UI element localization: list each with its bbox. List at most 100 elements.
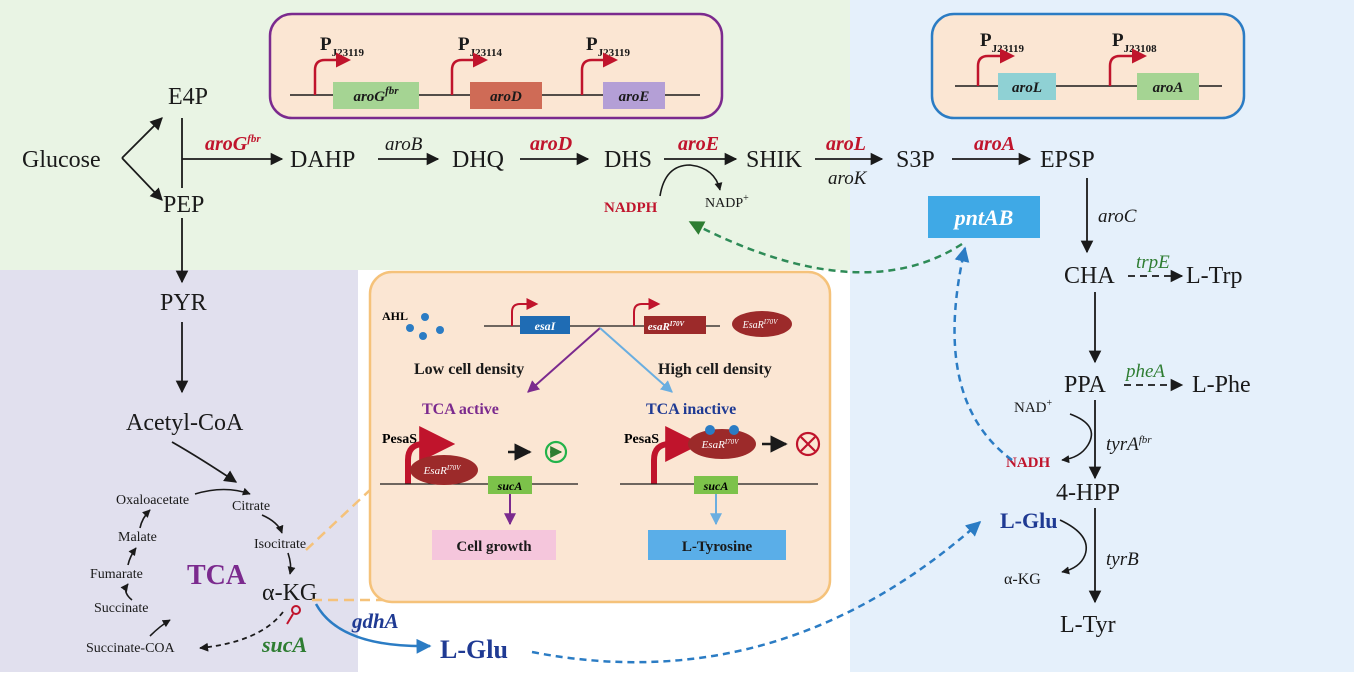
promoter-arrow [633, 298, 661, 326]
tca-citrate: Citrate [232, 499, 270, 514]
gene-arog: aroGfbr [205, 133, 261, 155]
ahl-molecule [421, 313, 429, 321]
tca-cycle: Oxaloacetate Citrate Isocitrate α-KG Suc… [86, 487, 317, 656]
tca-region [0, 270, 358, 672]
tca-akg: α-KG [262, 580, 317, 606]
node-nad: NAD+ [1014, 398, 1053, 416]
cofactor-arc-akg [1059, 519, 1087, 575]
arrow-pntab-nadph [688, 220, 963, 274]
promoter-1: PJ23119 [313, 34, 365, 95]
gene-label-arog: aroGfbr [353, 85, 399, 105]
gene-aroa: aroA [974, 133, 1015, 155]
esar-protein-label: EsaRI70V [742, 318, 778, 331]
gene-box-arod [470, 82, 542, 109]
tca-succinate-coa: Succinate-COA [86, 641, 176, 656]
node-ltrp: L-Trp [1186, 263, 1242, 289]
gene-aroe: aroE [678, 133, 719, 155]
node-cha: CHA [1064, 263, 1115, 289]
gene-trpe: trpE [1136, 252, 1170, 273]
tca-malate: Malate [118, 530, 157, 545]
arrow-low-density [527, 327, 601, 393]
node-lglu-bottom: L-Glu [440, 635, 508, 664]
arrow-glucose-e4p [121, 117, 163, 159]
arrow-nadh-pntab [953, 246, 1013, 462]
construct-1: PJ23119 aroGfbr PJ23114 aroD PJ23119 aro… [268, 12, 724, 120]
promoter-arrow [976, 48, 1015, 86]
promoter-3: PJ23119 [580, 34, 631, 95]
gene-label-esar: esaRI70V [648, 320, 686, 333]
promoter-arrow [450, 52, 488, 95]
tca-isocitrate: Isocitrate [254, 537, 306, 552]
tca-arrow [139, 509, 151, 529]
ahl-molecule [419, 332, 427, 340]
ahl-molecule [406, 324, 414, 332]
qs-ahl-label: AHL [382, 309, 408, 323]
promoter-5: PJ23108 [1108, 30, 1157, 86]
gene-box-suca-left [488, 476, 532, 494]
gene-box-arog [333, 82, 419, 109]
node-ltyr: L-Tyr [1060, 612, 1116, 638]
l-tyrosine-label: L-Tyrosine [682, 539, 753, 555]
qs-circuit-box: AHL esaI esaRI70V EsaRI70V Low cell dens… [368, 270, 832, 604]
node-dhq: DHQ [452, 147, 504, 173]
ahl-molecule [436, 326, 444, 334]
gene-gdha: gdhA [351, 609, 399, 633]
tca-arrow [120, 583, 133, 601]
gene-tyrb: tyrB [1106, 549, 1139, 570]
promoter-arrow [313, 52, 351, 95]
promoter-arrow [651, 426, 702, 484]
arrow-glucose-pep [121, 157, 163, 201]
node-s3p: S3P [896, 147, 935, 173]
promoter-arrow [405, 426, 456, 484]
node-pep: PEP [163, 192, 204, 218]
node-lglu-right: L-Glu [1000, 508, 1057, 533]
tca-oxaloacetate: Oxaloacetate [116, 493, 189, 508]
promoter-arrow [1108, 48, 1147, 86]
gene-box-esai [520, 316, 570, 334]
gene-label-aroa: aroA [1153, 80, 1184, 96]
node-nadph: NADPH [604, 200, 658, 216]
node-dahp: DAHP [290, 147, 355, 173]
node-lphe: L-Phe [1192, 372, 1251, 398]
promoter-2: PJ23114 [450, 34, 503, 95]
tca-fumarate: Fumarate [90, 567, 143, 582]
gene-arok: aroK [828, 168, 868, 189]
tca-succinate: Succinate [94, 601, 148, 616]
gene-label-aroe: aroE [619, 89, 650, 105]
esar-protein-label: EsaRI70V [423, 464, 462, 477]
construct-2: PJ23119 aroL PJ23108 aroA [930, 12, 1246, 120]
arrow-lglu-transfer [531, 521, 982, 664]
node-nadh: NADH [1006, 455, 1050, 471]
cofactor-arc-nadph [659, 164, 723, 197]
gene-label-arol: aroL [1012, 80, 1042, 96]
qs-pesas-left: PesaS [382, 432, 417, 447]
promoter-arrow [580, 52, 618, 95]
tca-arrow [194, 487, 251, 496]
gene-arob: aroB [385, 134, 423, 155]
node-akg-right: α-KG [1004, 571, 1041, 588]
node-shik: SHIK [746, 147, 803, 173]
qs-tca-inactive: TCA inactive [646, 401, 736, 418]
arrow-high-density [599, 327, 673, 393]
l-tyrosine-box [648, 530, 786, 560]
node-nadp: NADP+ [705, 193, 749, 211]
arrow-akg-lglu [314, 603, 432, 654]
gene-tyra: tyrAfbr [1106, 434, 1152, 455]
active-icon [544, 440, 568, 464]
qs-tca-active: TCA active [422, 401, 499, 418]
gene-arol: aroL [826, 133, 866, 155]
gene-box-arol [998, 73, 1056, 100]
cell-growth-label: Cell growth [456, 539, 532, 555]
node-pyr: PYR [160, 290, 207, 316]
esar-protein-ahl [688, 429, 756, 459]
cell-growth-box [432, 530, 556, 560]
qs-high-density: High cell density [658, 361, 772, 378]
node-acetyl-coa: Acetyl-CoA [126, 410, 244, 436]
tca-label: TCA [187, 560, 247, 591]
gene-box-esar [644, 316, 706, 334]
gene-phea: pheA [1124, 361, 1165, 382]
blocked-icon [795, 431, 821, 457]
tca-arrow-suca [199, 611, 284, 652]
gene-box-aroa [1137, 73, 1199, 100]
